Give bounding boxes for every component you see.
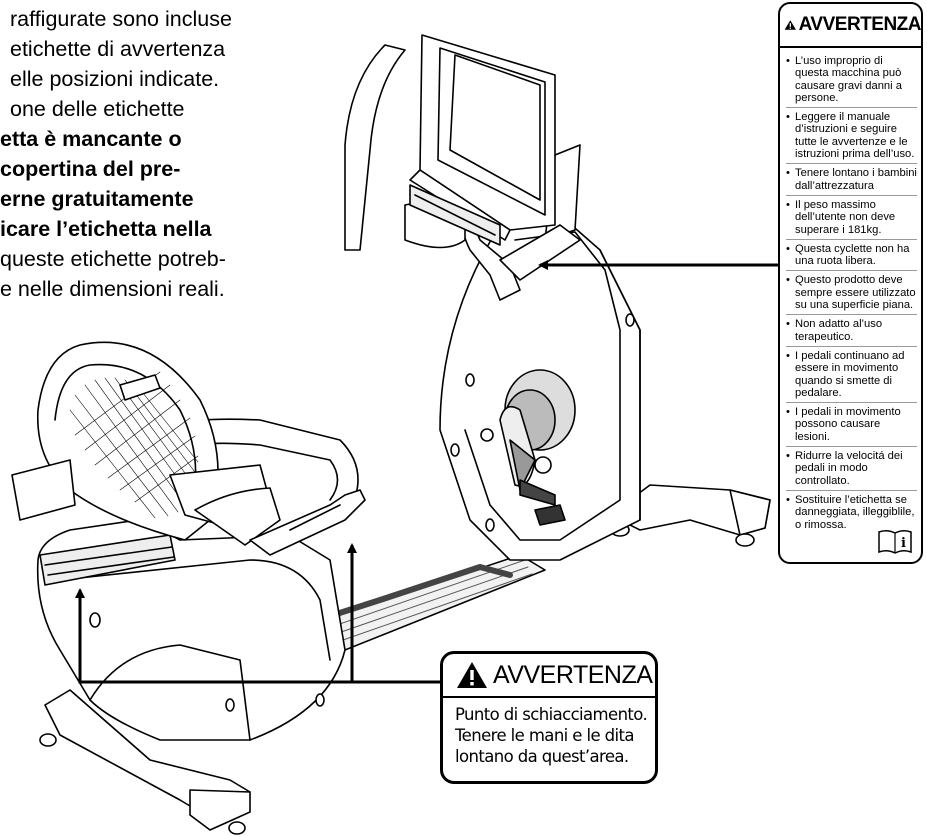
intro-line: icare l’etichetta nella (0, 217, 212, 241)
intro-line: etichette di avvertenza (10, 37, 226, 61)
warning-label-right: AVVERTENZA L’uso improprio di questa mac… (778, 2, 923, 564)
warning-label-bottom-title: AVVERTENZA (493, 660, 653, 689)
warning-triangle-icon (457, 662, 487, 688)
side-handles (11, 374, 366, 556)
intro-line: erne gratuitamente (0, 187, 194, 211)
warning-item: Tenere lontano i bambini dall’attrezzatu… (786, 164, 917, 196)
warning-label-bottom-text: Punto di schiacciamento. Tenere le mani e… (443, 698, 655, 767)
warning-line: Punto di schiacciamento. (455, 705, 648, 724)
manual-glyph: i (901, 536, 906, 551)
console (404, 34, 556, 249)
warning-item: Non adatto al’uso terapeutico. (786, 315, 917, 347)
warning-item: I pedali continuano ad essere in movimen… (786, 347, 917, 404)
front-stabilizer (609, 484, 771, 547)
intro-line: e nelle dimensioni reali. (0, 277, 225, 301)
warning-label-right-header: AVVERTENZA (780, 4, 921, 48)
intro-line: etta è mancante o (0, 127, 182, 151)
intro-line: one delle etichette (10, 97, 185, 121)
warning-triangle-icon (784, 20, 796, 30)
warning-line: Tenere le mani e le dita (455, 726, 635, 745)
intro-line: queste etichette potreb- (0, 247, 226, 271)
warning-item: Questo prodotto deve sempre essere utili… (786, 271, 917, 316)
warning-line: lontano da quest’area. (455, 747, 629, 766)
warning-label-bottom: AVVERTENZA Punto di schiacciamento. Tener… (440, 651, 658, 784)
crank-assembly (480, 369, 576, 506)
warning-item: Il peso massimo dell’utente non deve sup… (786, 196, 917, 240)
warning-item: Ridurre la velocitá dei pedali in modo c… (786, 447, 917, 491)
warning-item: Sostituire l’etichetta se danneggiata, i… (786, 491, 917, 534)
warning-item: L’uso improprio di questa macchina può c… (786, 52, 917, 109)
rear-stabilizer (39, 689, 251, 835)
warning-label-right-list: L’uso improprio di questa macchina può c… (780, 48, 921, 534)
warning-label-right-title: AVVERTENZA (798, 14, 921, 35)
warning-label-bottom-header: AVVERTENZA (443, 654, 655, 698)
pedal (534, 504, 566, 526)
callout-arrows (75, 260, 778, 684)
warning-item: Leggere il manuale d’istruzioni e seguir… (786, 108, 917, 165)
warning-item: I pedali in movimento possono causare le… (786, 403, 917, 448)
intro-line: elle posizioni indicate. (10, 67, 220, 91)
manual-book-info-icon: i (878, 529, 912, 554)
intro-line: copertina del pre- (0, 157, 181, 181)
intro-line: raffigurate sono incluse (10, 7, 232, 31)
warning-item: Questa cyclette non ha una ruota libera. (786, 240, 917, 272)
